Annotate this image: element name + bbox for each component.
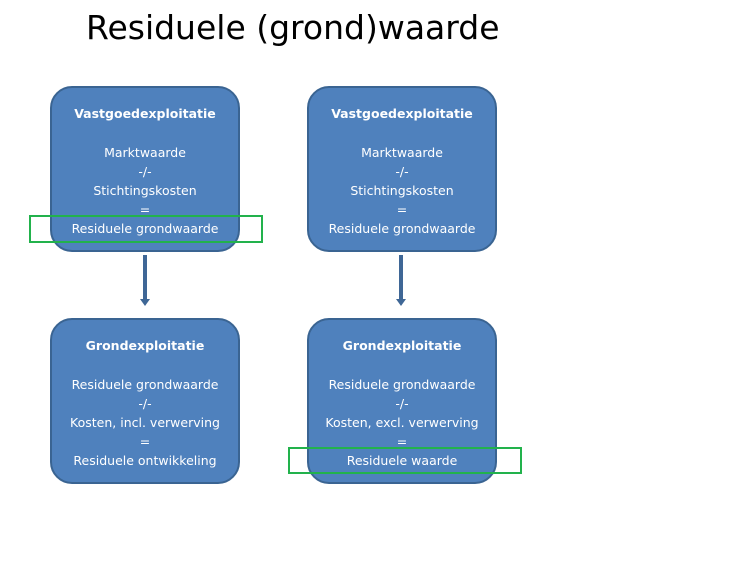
box-vastgoedexploitatie-left: Vastgoedexploitatie Marktwaarde -/- Stic…	[50, 86, 240, 252]
box-line-marktwaarde: Marktwaarde	[104, 145, 186, 160]
box-line-kosten: Kosten, excl. verwerving	[325, 415, 479, 430]
box-grondexploitatie-right: Grondexploitatie Residuele grondwaarde -…	[307, 318, 497, 484]
box-line-equals: =	[139, 434, 151, 449]
arrow-down-icon	[140, 299, 150, 306]
highlight-residuele-waarde	[288, 447, 522, 474]
highlight-residuele-grondwaarde	[29, 215, 263, 243]
arrow-down-icon	[396, 299, 406, 306]
box-line-minus: -/-	[138, 396, 152, 411]
box-line-minus: -/-	[138, 164, 152, 179]
box-line-kosten: Kosten, incl. verwerving	[70, 415, 220, 430]
box-vastgoedexploitatie-right: Vastgoedexploitatie Marktwaarde -/- Stic…	[307, 86, 497, 252]
arrow-down-left-shaft	[143, 255, 147, 300]
box-line-equals: =	[396, 202, 408, 217]
box-line-minus: -/-	[395, 396, 409, 411]
slide-title: Residuele (grond)waarde	[86, 8, 500, 47]
box-line-residuele-grondwaarde: Residuele grondwaarde	[71, 377, 219, 392]
box-heading: Grondexploitatie	[342, 338, 462, 353]
box-line-equals: =	[139, 202, 151, 217]
box-line-stichtingskosten: Stichtingskosten	[93, 183, 197, 198]
box-heading: Vastgoedexploitatie	[331, 106, 473, 121]
box-line-marktwaarde: Marktwaarde	[361, 145, 443, 160]
box-line-result: Residuele grondwaarde	[71, 221, 219, 236]
box-line-residuele-grondwaarde: Residuele grondwaarde	[328, 377, 476, 392]
box-line-result: Residuele ontwikkeling	[73, 453, 217, 468]
box-heading: Grondexploitatie	[85, 338, 205, 353]
box-grondexploitatie-left: Grondexploitatie Residuele grondwaarde -…	[50, 318, 240, 484]
box-line-result: Residuele waarde	[346, 453, 458, 468]
arrow-down-right-shaft	[399, 255, 403, 300]
box-line-stichtingskosten: Stichtingskosten	[350, 183, 454, 198]
box-line-minus: -/-	[395, 164, 409, 179]
box-heading: Vastgoedexploitatie	[74, 106, 216, 121]
box-line-result: Residuele grondwaarde	[328, 221, 476, 236]
box-line-equals: =	[396, 434, 408, 449]
